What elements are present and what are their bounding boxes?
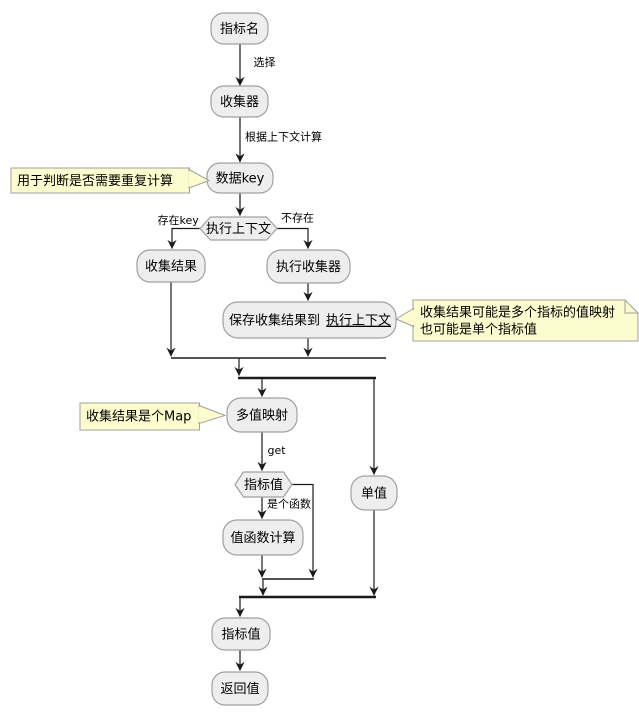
node-exec-collector [266, 249, 351, 284]
edge-label-select: 选择 [254, 55, 276, 69]
label-indicator-value: 指标值 [221, 627, 260, 643]
label-exec-context-link[interactable]: 执行上下文 [326, 314, 391, 329]
note-collect-result [412, 299, 639, 342]
label-save-result: 保存收集结果到执行上下文 [229, 313, 391, 329]
note-text-dedup-check: 用于判断是否需要重复计算 [17, 173, 173, 189]
label-collect-result: 收集结果 [145, 259, 197, 275]
label-exec-collector: 执行收集器 [276, 259, 341, 275]
note-text-collect-result-line1: 收集结果可能是多个指标的值映射 [420, 305, 615, 321]
node-indicator-value [211, 617, 271, 651]
node-collect-result [136, 249, 206, 283]
label-indicator-name: 指标名 [220, 21, 259, 37]
edge-label-is-function: 是个函数 [267, 498, 311, 511]
note-text-result-is-map: 收集结果是个Map [86, 409, 191, 425]
note-text-collect-result-line2: 也可能是单个指标值 [420, 322, 537, 338]
edge-key-not-exists-branch [277, 227, 313, 250]
label-save-result-prefix: 保存收集结果到 [229, 313, 320, 329]
note-result-is-map-pointer [198, 404, 227, 425]
edge-label-compute-by-context: 根据上下文计算 [245, 130, 322, 144]
decision-exec-context [199, 216, 278, 241]
note-result-is-map [79, 402, 200, 431]
label-multi-value-map: 多值映射 [236, 408, 288, 424]
node-data-key [206, 162, 274, 194]
edge-labels: 选择 根据上下文计算 存在key 不存在 get 是个函数 [158, 55, 323, 511]
node-labels: 指标名 收集器 数据key 执行上下文 收集结果 执行收集器 保存收集结果到执行… [145, 21, 391, 697]
note-fold-icon [624, 300, 638, 314]
label-return-value: 返回值 [220, 681, 259, 697]
node-save-result [222, 301, 397, 339]
edge-key-exists-branch [167, 227, 200, 250]
label-single-value: 单值 [361, 486, 387, 502]
node-collector [210, 85, 269, 118]
label-collector: 收集器 [220, 94, 259, 110]
connectors [166, 44, 386, 672]
node-return-value [211, 671, 269, 706]
node-single-value [350, 475, 398, 511]
node-value-function-calc [222, 519, 304, 556]
label-indicator-value-decision: 指标值 [244, 477, 283, 493]
edge-decision-bypass [292, 483, 318, 578]
edge-label-get: get [268, 444, 287, 457]
label-value-function-calc: 值函数计算 [230, 530, 295, 546]
nodes [136, 12, 398, 706]
node-indicator-name [210, 12, 269, 45]
edge-label-key-not-exists: 不存在 [281, 211, 314, 225]
note-collect-result-pointer [394, 307, 414, 328]
notes [10, 167, 639, 431]
note-dedup-check-pointer [188, 168, 211, 189]
node-multi-value-map [226, 397, 298, 433]
label-data-key: 数据key [216, 172, 265, 187]
decision-indicator-value [234, 471, 293, 498]
note-labels: 用于判断是否需要重复计算 收集结果可能是多个指标的值映射 也可能是单个指标值 收… [17, 173, 615, 425]
edge-label-key-exists: 存在key [158, 213, 200, 227]
label-exec-context-decision: 执行上下文 [206, 222, 271, 237]
